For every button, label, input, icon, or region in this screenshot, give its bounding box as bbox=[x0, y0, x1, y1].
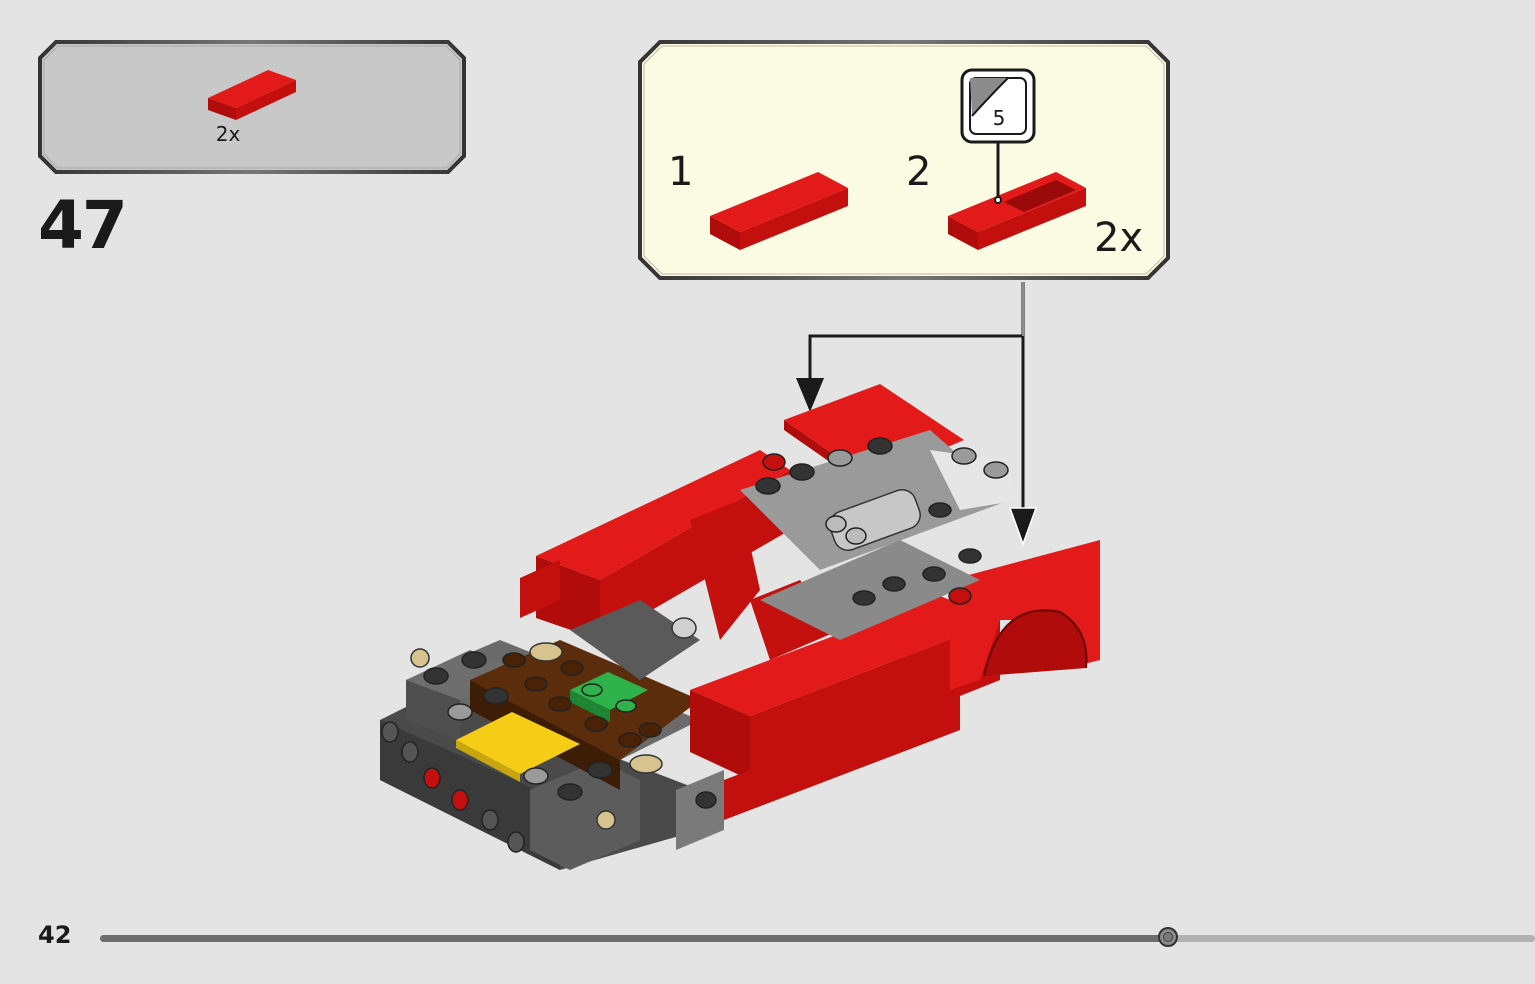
placement-arrows bbox=[808, 282, 1025, 510]
red-flat-tile-1x4-with-sticker-icon bbox=[948, 172, 1086, 250]
progress-fill bbox=[100, 935, 1170, 942]
progress-bar bbox=[100, 927, 1535, 947]
parts-list-callout: 2x bbox=[38, 40, 466, 174]
callout-frame bbox=[38, 40, 466, 174]
progress-knob bbox=[1158, 927, 1179, 947]
arrow-head-icon bbox=[796, 378, 824, 412]
page-number: 42 bbox=[38, 921, 72, 949]
step-number: 47 bbox=[38, 187, 128, 264]
parts-quantity: 2x bbox=[215, 122, 241, 146]
engine-studs bbox=[755, 437, 1009, 606]
sub-step-number: 2 bbox=[906, 149, 932, 195]
red-flat-tile-1x4-icon bbox=[710, 172, 848, 250]
callout-frame bbox=[638, 40, 1170, 280]
arrow-head-icon bbox=[1008, 507, 1038, 547]
sub-assembly-quantity: 2x bbox=[1094, 215, 1144, 261]
sub-step-number: 1 bbox=[668, 149, 694, 195]
red-flat-tile-1x4-icon bbox=[208, 70, 296, 120]
sticker-number: 5 bbox=[992, 106, 1006, 130]
front-side-brick bbox=[676, 770, 724, 850]
front-lights bbox=[381, 721, 525, 853]
sub-assembly-callout: 1 2 5 2x bbox=[638, 40, 1172, 282]
car-body-red bbox=[520, 384, 1100, 820]
studs bbox=[423, 651, 662, 801]
sticker-sheet-icon bbox=[960, 68, 1036, 204]
